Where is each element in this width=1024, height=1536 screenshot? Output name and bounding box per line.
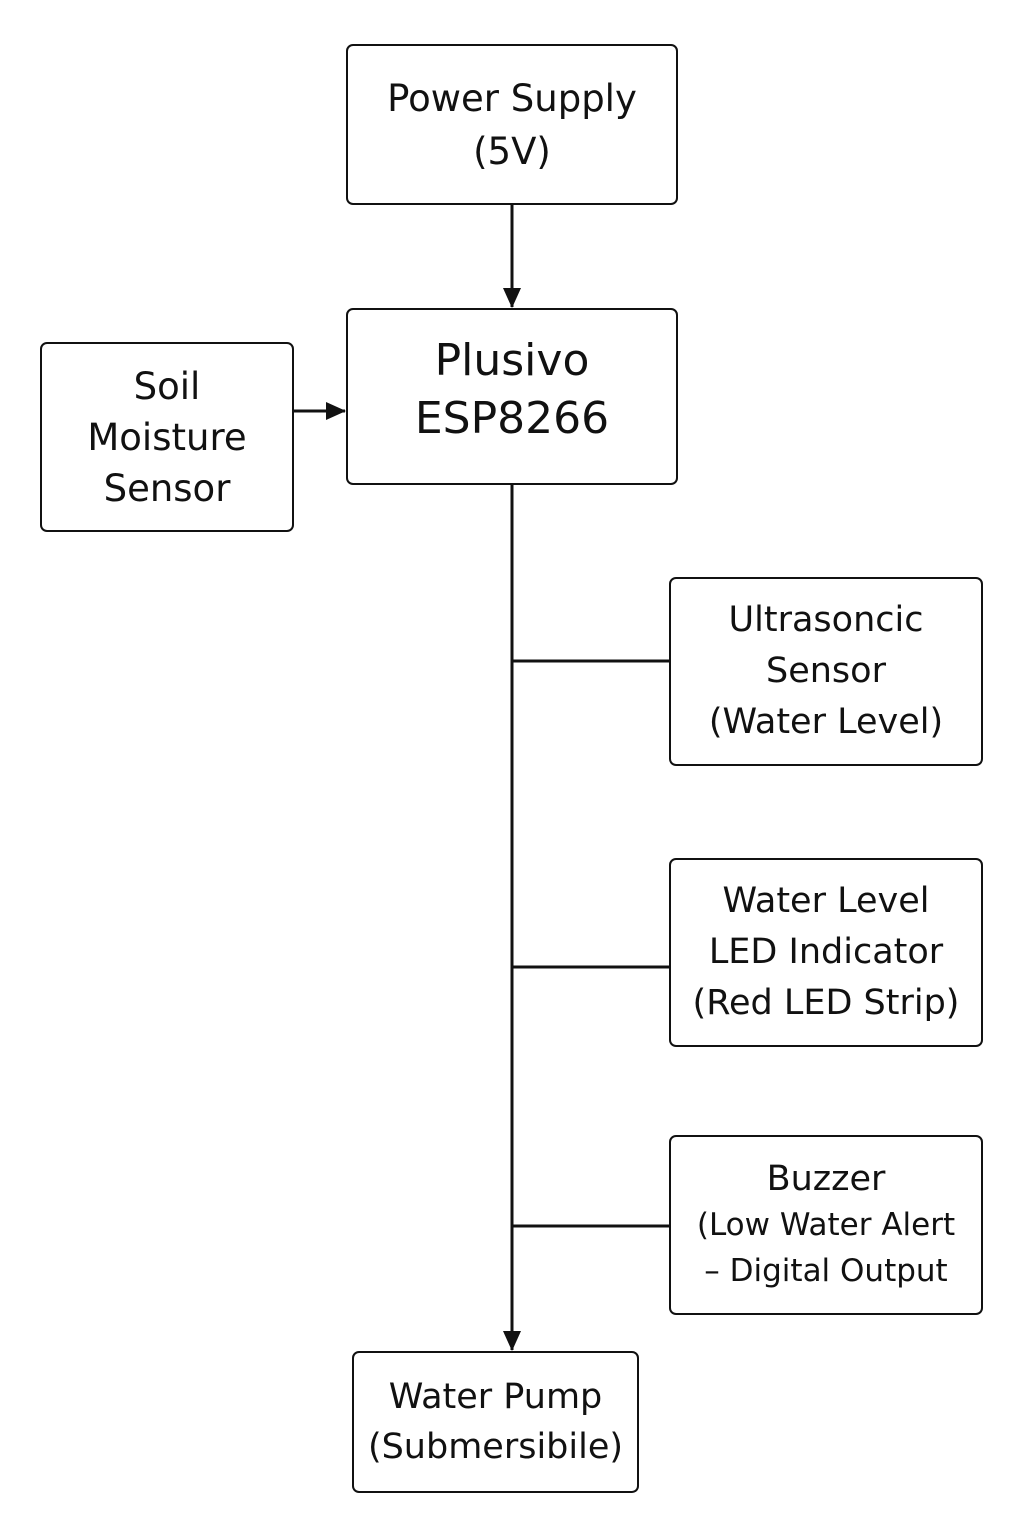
water-pump-node: Water Pump (Submersibile) (352, 1351, 639, 1493)
node-label-line: (Water Level) (708, 702, 944, 742)
soil-moisture-sensor-node: Soil Moisture Sensor (40, 342, 294, 532)
node-label-line: Sensor (103, 466, 231, 510)
node-label-line: Sensor (766, 651, 886, 691)
node-label-line: (Low Water Alert (696, 1207, 956, 1243)
node-label-line: (5V) (473, 129, 551, 173)
node-label-line: Power Supply (387, 76, 637, 120)
node-label-line: Plusivo (434, 334, 590, 386)
node-label-line: Buzzer (766, 1159, 886, 1199)
node-label-line: LED Indicator (708, 932, 944, 972)
ultrasonic-sensor-node: Ultrasoncic Sensor (Water Level) (669, 577, 983, 766)
node-label-line: Moisture (87, 415, 247, 459)
node-label-line: (Red LED Strip) (692, 983, 960, 1023)
node-label-line: Ultrasoncic (728, 600, 924, 640)
esp8266-node: Plusivo ESP8266 (346, 308, 678, 485)
node-label-line: – Digital Output (704, 1253, 948, 1289)
power-supply-node: Power Supply (5V) (346, 44, 678, 205)
node-label-line: Soil (133, 364, 201, 408)
node-label-line: Water Level (722, 881, 930, 921)
node-label-line: Water Pump (388, 1377, 603, 1417)
node-label-line: ESP8266 (414, 392, 610, 444)
led-indicator-node: Water Level LED Indicator (Red LED Strip… (669, 858, 983, 1047)
node-label-line: (Submersibile) (367, 1427, 624, 1467)
buzzer-node: Buzzer (Low Water Alert – Digital Output (669, 1135, 983, 1315)
